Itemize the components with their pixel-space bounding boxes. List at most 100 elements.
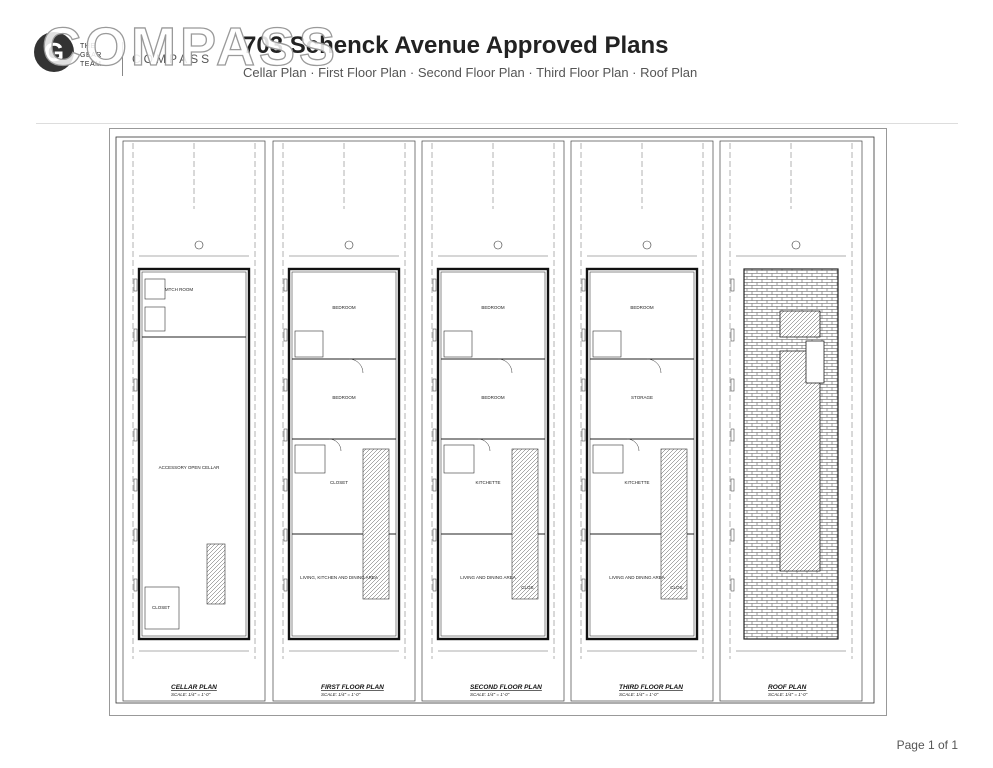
room-label: STORAGE <box>631 395 653 400</box>
panel-frame <box>570 140 714 702</box>
window-mark <box>730 478 735 492</box>
document-title: 703 Schenck Avenue Approved Plans <box>243 32 669 59</box>
grid-bubble-icon <box>194 240 204 250</box>
window-mark <box>432 278 437 292</box>
page-indicator: Page 1 of 1 <box>896 738 958 752</box>
stair <box>511 448 539 600</box>
interior-wall <box>589 271 695 637</box>
window-mark <box>581 328 586 342</box>
window-mark <box>133 328 138 342</box>
window-mark <box>730 278 735 292</box>
door-swing <box>626 438 640 452</box>
window-mark <box>581 378 586 392</box>
window-mark <box>730 378 735 392</box>
exterior-wall <box>287 267 401 641</box>
plan-title: FIRST FLOOR PLAN <box>321 684 384 691</box>
interior-wall <box>440 271 546 637</box>
window-mark <box>730 528 735 542</box>
window-mark <box>283 528 288 542</box>
bathroom <box>443 444 475 474</box>
stair <box>660 448 688 600</box>
document-subtitle: Cellar Plan · First Floor Plan · Second … <box>243 65 698 80</box>
watermark: COMPASS <box>41 16 340 77</box>
room-label: BEDROOM <box>332 305 356 310</box>
window-mark <box>581 578 586 592</box>
door-swing <box>497 358 513 374</box>
room-label: ACCESSORY OPEN CELLAR <box>159 465 221 470</box>
room-label: BEDROOM <box>332 395 356 400</box>
door-swing <box>328 438 342 452</box>
window-mark <box>133 378 138 392</box>
bathroom <box>294 444 326 474</box>
grid-bubble-icon <box>493 240 503 250</box>
plan-scale: SCALE: 1/4" = 1'-0" <box>470 692 510 697</box>
room-label: KITCHETTE <box>624 480 649 485</box>
plan-panel-2: BEDROOM BEDROOM CLOSET LIVING, KITCHEN AND … <box>272 140 416 702</box>
plan-scale: SCALE: 1/4" = 1'-0" <box>171 692 211 697</box>
window-mark <box>283 578 288 592</box>
window-mark <box>432 378 437 392</box>
panel-frame <box>421 140 565 702</box>
room-label: LIVING AND DINING AREA <box>609 575 665 580</box>
room-label: BEDROOM <box>630 305 654 310</box>
bathroom <box>592 330 622 358</box>
room-label: LIVING AND DINING AREA <box>460 575 516 580</box>
room-label: CLOS. <box>670 585 684 590</box>
window-mark <box>133 528 138 542</box>
interior-wall <box>141 271 247 637</box>
window-mark <box>581 278 586 292</box>
stair <box>362 448 390 600</box>
window-mark <box>730 428 735 442</box>
floor-plans-drawing: ACCESSORY OPEN CELLAR MTCH ROOM CLOSET CELL… <box>115 136 875 704</box>
room-label: CLOSET <box>330 480 348 485</box>
room-label: LIVING, KITCHEN AND DINING AREA <box>300 575 378 580</box>
window-mark <box>730 328 735 342</box>
grid-bubble-icon <box>642 240 652 250</box>
window-mark <box>581 478 586 492</box>
roof-bulkhead <box>779 350 821 572</box>
door-swing <box>477 438 491 452</box>
grid-bubble-icon <box>344 240 354 250</box>
window-mark <box>581 528 586 542</box>
plan-title: THIRD FLOOR PLAN <box>619 684 683 691</box>
panel-frame <box>719 140 863 702</box>
plan-title: SECOND FLOOR PLAN <box>470 684 542 691</box>
room-label: CLOSET <box>152 605 170 610</box>
plan-sheet: ACCESSORY OPEN CELLAR MTCH ROOM CLOSET CELL… <box>109 128 887 716</box>
grid-bubble-icon <box>791 240 801 250</box>
logo-brand: COMPASS <box>132 52 213 66</box>
roof-hatch <box>805 340 825 384</box>
exterior-wall <box>585 267 699 641</box>
window-mark <box>432 578 437 592</box>
panel-frame <box>122 140 266 702</box>
room-label: BEDROOM <box>481 395 505 400</box>
plan-title: ROOF PLAN <box>768 684 807 691</box>
plan-panel-4: BEDROOM STORAGE KITCHETTE LIVING AND DINING… <box>570 140 714 702</box>
window-mark <box>283 328 288 342</box>
window-mark <box>283 378 288 392</box>
panel-frame <box>272 140 416 702</box>
mech-room <box>144 278 166 300</box>
bathroom <box>294 330 324 358</box>
window-mark <box>133 478 138 492</box>
window-mark <box>133 278 138 292</box>
window-mark <box>283 478 288 492</box>
header-divider <box>36 123 958 124</box>
bathroom <box>443 330 473 358</box>
window-mark <box>432 478 437 492</box>
room-label: MTCH ROOM <box>165 287 193 292</box>
bathroom <box>592 444 624 474</box>
window-mark <box>432 328 437 342</box>
window-mark <box>730 578 735 592</box>
skylight <box>779 310 821 338</box>
stair <box>206 543 226 605</box>
plan-panel-1: ACCESSORY OPEN CELLAR MTCH ROOM CLOSET CELL… <box>122 140 266 702</box>
logo-divider <box>122 42 123 76</box>
door-swing <box>646 358 662 374</box>
room-label: BEDROOM <box>481 305 505 310</box>
toilet-room <box>144 306 166 332</box>
window-mark <box>283 428 288 442</box>
plan-title: CELLAR PLAN <box>171 684 217 691</box>
